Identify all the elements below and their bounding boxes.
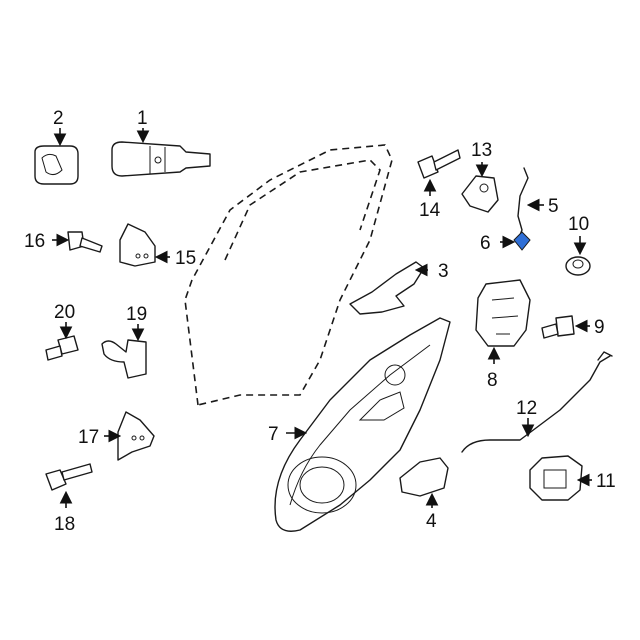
- part-15-bracket: [119, 223, 156, 267]
- callout-14: 14: [419, 200, 441, 221]
- callout-5: 5: [548, 196, 559, 217]
- callout-9: 9: [594, 317, 605, 338]
- door-glass-outline: [184, 144, 393, 406]
- part-17-bracket: [117, 411, 155, 461]
- part-6-clip: [513, 231, 531, 251]
- callout-19: 19: [126, 304, 147, 325]
- callout-1: 1: [137, 108, 148, 129]
- callout-8: 8: [487, 370, 498, 391]
- part-1-door-handle: [111, 141, 211, 177]
- part-16-bolt: [67, 231, 103, 253]
- callout-2: 2: [53, 108, 64, 129]
- part-10-grommet: [565, 256, 591, 276]
- callout-6: 6: [480, 233, 491, 254]
- part-7-trim-panel: [274, 317, 451, 532]
- callout-15: 15: [175, 248, 196, 269]
- part-9-bolt: [541, 315, 575, 339]
- callout-20: 20: [54, 302, 75, 323]
- callout-labels: 1 2 3 4 5 6 7 8 9 10 11 12 13 14 15 16 1…: [24, 108, 616, 535]
- callout-12: 12: [516, 398, 537, 419]
- leader-lines: [52, 128, 592, 508]
- callout-3: 3: [438, 261, 449, 282]
- callout-13: 13: [471, 140, 492, 161]
- part-11-motor: [529, 455, 583, 501]
- callout-7: 7: [268, 424, 279, 445]
- part-3-inside-handle: [349, 261, 425, 315]
- part-13-striker: [461, 175, 499, 213]
- part-19-clip: [101, 339, 147, 379]
- part-14-bolt: [417, 149, 461, 179]
- callout-16: 16: [24, 231, 45, 252]
- part-18-bolt: [45, 463, 93, 491]
- callout-18: 18: [54, 514, 75, 535]
- part-2-bezel: [34, 145, 79, 185]
- callout-4: 4: [426, 511, 437, 532]
- callout-11: 11: [596, 471, 616, 492]
- callout-17: 17: [78, 427, 99, 448]
- part-20-bolt: [45, 335, 79, 361]
- part-8-latch: [475, 279, 531, 347]
- part-4-handle-bracket: [399, 457, 449, 497]
- part-12-cable: [461, 351, 613, 453]
- part-5-rod: [517, 167, 529, 241]
- callout-10: 10: [568, 214, 589, 235]
